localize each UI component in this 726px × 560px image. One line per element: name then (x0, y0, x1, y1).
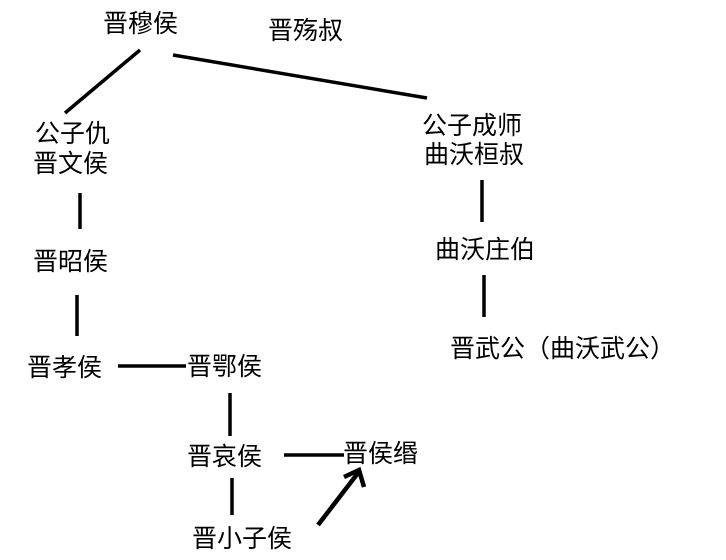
node-jin-zhao-hou: 晋昭侯 (33, 247, 109, 276)
node-jin-wen-hou: 晋文侯 (33, 149, 109, 178)
node-jin-wu-gong: 晋武公（曲沃武公） (450, 334, 676, 363)
node-jin-ai-hou: 晋哀侯 (187, 442, 263, 471)
node-quwo-huan-shu: 曲沃桓叔 (424, 140, 525, 169)
arrow-xiaozi-to-min (316, 466, 367, 527)
edge-mu-to-chengshi (172, 53, 428, 100)
edge-mu-to-chou (63, 48, 142, 115)
node-jin-hou-min: 晋侯缗 (343, 439, 419, 468)
node-gongzi-chou: 公子仇 (35, 119, 111, 148)
node-jin-xiaozi-hou: 晋小子侯 (192, 524, 293, 553)
node-gongzi-chengshi: 公子成师 (422, 111, 523, 140)
node-jin-xiao-hou: 晋孝侯 (27, 353, 103, 382)
node-quwo-zhuang-bo: 曲沃庄伯 (435, 235, 536, 264)
node-jin-e-hou: 晋鄂侯 (187, 352, 263, 381)
node-jin-shang-shu: 晋殇叔 (268, 16, 344, 45)
node-jin-mu-hou: 晋穆侯 (103, 9, 179, 38)
